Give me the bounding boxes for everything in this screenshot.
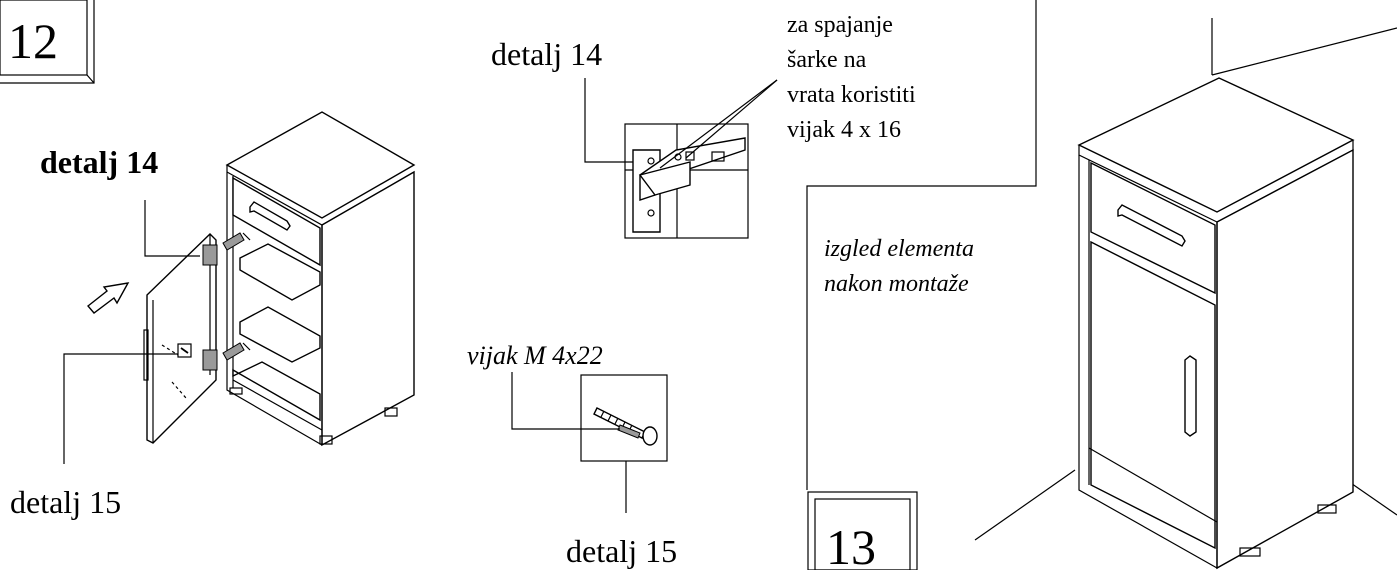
- hinge-screw-note: za spajanje šarke na vrata koristiti vij…: [787, 8, 916, 148]
- step-13-number: 13: [826, 519, 876, 575]
- detail-15-box: [580, 374, 668, 462]
- detail-15-label-left: detalj 15: [10, 484, 122, 520]
- step-12-frame: [0, 0, 95, 84]
- note-line: vrata koristiti: [787, 82, 916, 108]
- assembled-caption: izgled elementa nakon montaže: [824, 232, 974, 302]
- caption-line: izgled elementa: [824, 236, 974, 262]
- cabinet-assembled: [1077, 77, 1355, 570]
- direction-arrow: [86, 282, 130, 314]
- detail-14-box: [624, 123, 749, 239]
- screw-label: vijak M 4x22: [467, 341, 603, 370]
- note-line: šarke na: [787, 47, 867, 73]
- step-13-frame: [807, 491, 918, 570]
- note-line: za spajanje: [787, 12, 893, 38]
- door-step12: [143, 232, 251, 444]
- step-12-number: 12: [8, 13, 58, 69]
- note-line: vijak 4 x 16: [787, 117, 901, 143]
- detail-14-title: detalj 14: [491, 36, 603, 72]
- caption-line: nakon montaže: [824, 271, 969, 297]
- detail-15-title: detalj 15: [566, 533, 678, 569]
- cabinet-step12: [225, 111, 416, 447]
- detail-14-label-bold: detalj 14: [40, 144, 159, 180]
